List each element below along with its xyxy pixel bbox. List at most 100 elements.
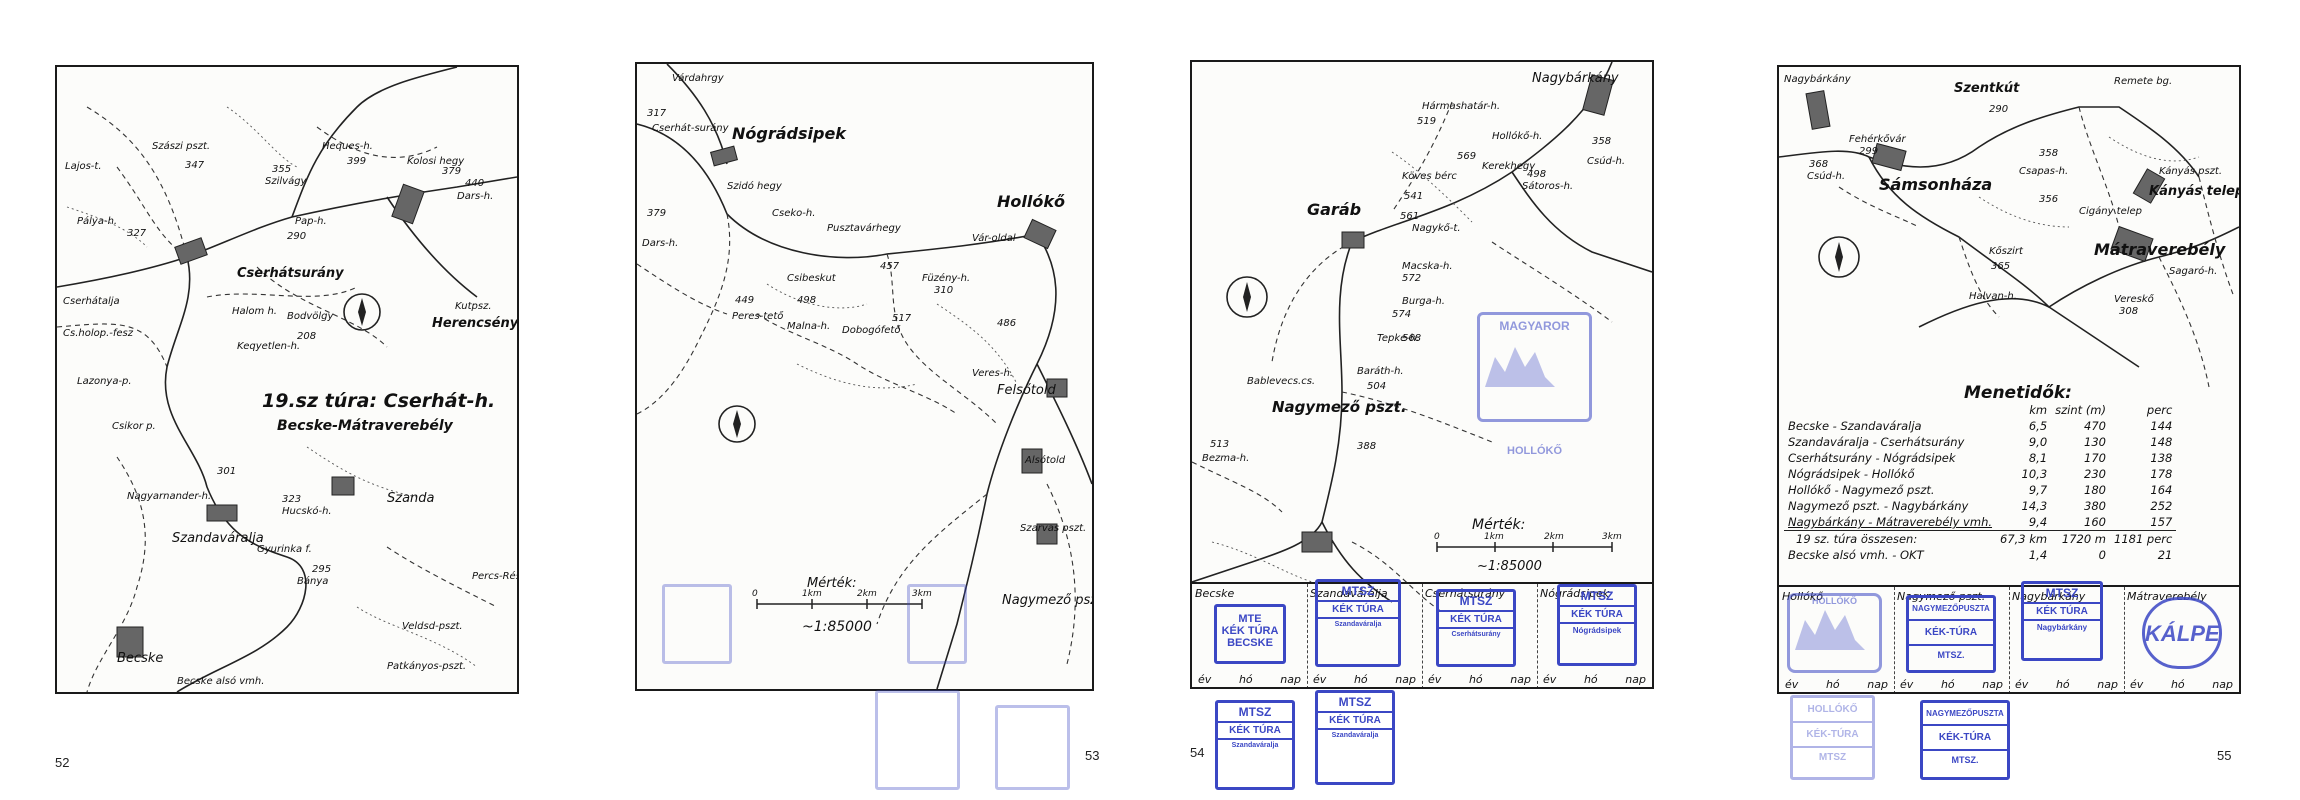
- elevation: 504: [1367, 381, 1387, 392]
- elevation: 301: [217, 466, 237, 477]
- map-label: Macska-h.: [1402, 261, 1453, 272]
- stamp-cell: Cserhátsurány MTSZ KÉK TÚRA Cserhátsurán…: [1422, 584, 1538, 687]
- map-label: Cs.holop.-fesz: [63, 328, 133, 339]
- date-label: év: [2015, 678, 2029, 691]
- map-label: Baráth-h.: [1357, 366, 1404, 377]
- scale-title: Mérték:: [1472, 517, 1526, 533]
- table-cell: 1181 perc: [2110, 530, 2177, 547]
- castle-icon: [1485, 347, 1555, 387]
- kalpe-stamp: KÁLPE: [2142, 597, 2222, 669]
- date-label: nap: [1280, 673, 1301, 686]
- elevation: 449: [735, 295, 755, 306]
- loose-nagymezo-stamp: NAGYMEZŐPUSZTA KÉK-TÚRA MTSZ.: [1920, 700, 2010, 780]
- elevation: 498: [797, 295, 817, 306]
- page-55: Nagybárkány Szentkút Remete bg. Fehérkőv…: [1725, 0, 2300, 800]
- map-label: Csúd-h.: [1807, 171, 1846, 182]
- table-cell: Becske - Szandaváralja: [1788, 419, 1922, 433]
- castle-icon: [1795, 610, 1865, 650]
- map-52-lines: [57, 67, 517, 692]
- loose-hollokó-stamp: HOLLÓKŐ KÉK-TÚRA MTSZ: [1790, 695, 1875, 780]
- elevation: 290: [1989, 104, 2009, 115]
- table-cell: 6,5: [2028, 419, 2048, 433]
- stamp-text: MTSZ: [1560, 587, 1634, 607]
- page-number: 55: [2217, 748, 2232, 763]
- table-cell: 9,0: [2028, 435, 2048, 449]
- date-label: hó: [2170, 678, 2185, 691]
- map-label: Gyurinka f.: [257, 544, 312, 555]
- date-label: nap: [1867, 678, 1888, 691]
- map-label: Sátoros-h.: [1522, 181, 1574, 192]
- table-cell: 380: [2084, 499, 2106, 513]
- table-cell: 170: [2084, 451, 2106, 465]
- stamp-text: BECSKE: [1227, 637, 1273, 649]
- stamp-text: MTSZ: [1318, 582, 1398, 602]
- map-label: Halvan-h.: [1969, 291, 2017, 302]
- map-label: Herencsény: [432, 316, 519, 331]
- table-cell: 9,4: [2028, 515, 2048, 529]
- table-header: [1784, 402, 1996, 418]
- loose-mtsz-stamp: MTSZ KÉK TÚRA Szandaváralja: [1315, 690, 1395, 785]
- map-label: Cserhátsurány: [237, 266, 344, 281]
- scale-tick: 2km: [1544, 532, 1564, 542]
- stamp-text: MTSZ: [1318, 693, 1392, 713]
- table-cell: 164: [2150, 483, 2173, 497]
- stamp-text: MTE: [1238, 613, 1262, 625]
- table-cell: Becske alsó vmh. - OKT: [1788, 548, 1924, 562]
- map-label: Becske alsó vmh.: [177, 676, 265, 687]
- map-label: Kányás pszt.: [2159, 166, 2223, 177]
- map-label: Nagymező pszt.: [1002, 593, 1092, 608]
- map-label: Garáb: [1307, 200, 1362, 219]
- map-label: Veldsd-pszt.: [402, 621, 463, 632]
- stamp-text: NAGYMEZŐPUSZTA: [1923, 703, 2007, 726]
- stamp-text: MTSZ: [1818, 752, 1847, 763]
- elevation: 561: [1400, 211, 1420, 222]
- date-label: hó: [1940, 678, 1955, 691]
- table-header: perc: [2146, 403, 2173, 417]
- map-label: Cseko-h.: [772, 208, 816, 219]
- elevation: 310: [934, 285, 954, 296]
- map-label: Remete bg.: [2114, 76, 2173, 87]
- map-label: Cigány telep: [2079, 206, 2143, 217]
- map-label: Cserhát-surány: [652, 123, 729, 134]
- date-label: nap: [1395, 673, 1416, 686]
- map-frame-54: Nagybárkány Hármashatár-h. Garáb Köves b…: [1190, 60, 1654, 689]
- stamp-text: Cserhátsurány: [1451, 631, 1501, 638]
- map-label: Halom h.: [232, 306, 277, 317]
- map-label: Csapas-h.: [2019, 166, 2069, 177]
- elevation: 379: [647, 208, 667, 219]
- stamp-text: NAGYMEZŐPUSZTA: [1909, 598, 1993, 621]
- table-cell: 19 sz. túra összesen:: [1784, 530, 1997, 547]
- map-label: Sámsonháza: [1879, 175, 1993, 194]
- cell-title: Szandaváralja: [1310, 587, 1388, 600]
- elevation: 317: [647, 108, 667, 119]
- table-cell: Cserhátsurány - Nógrádsipek: [1788, 451, 1956, 465]
- table-cell: Nagymező pszt. - Nagybárkány: [1788, 499, 1969, 513]
- map-label: Kányás telep: [2149, 184, 2241, 199]
- stamp-text: Szandaváralja: [1331, 732, 1379, 739]
- elevation: 327: [127, 228, 147, 239]
- map-label: Bodvölgy: [287, 311, 334, 322]
- stamp-text: KÉK-TÚRA: [1793, 723, 1872, 748]
- table-cell: 470: [2084, 419, 2106, 433]
- mtsz-stamp: MTSZ KÉK TÚRA Cserhátsurány: [1436, 589, 1516, 667]
- table-header: km: [2029, 403, 2048, 417]
- stamp-text: Szandaváralja: [1231, 742, 1279, 749]
- elevation: 356: [2039, 194, 2059, 205]
- date-label: hó: [1238, 673, 1253, 686]
- map-label: Tepke-h.: [1377, 333, 1420, 344]
- map-label: Pusztavárhegy: [827, 223, 901, 234]
- map-label: Várdahrgy: [672, 73, 724, 84]
- page-number: 54: [1190, 745, 1205, 760]
- elevation: 513: [1210, 439, 1230, 450]
- map-label: Vereskő: [2114, 294, 2154, 305]
- stamp-text: KÉK TÚRA: [1560, 607, 1634, 624]
- map-label: Bablevecs.cs.: [1247, 376, 1316, 387]
- table-cell: Hollókő - Nagymező pszt.: [1788, 483, 1935, 497]
- map-label: Szidó hegy: [727, 181, 782, 192]
